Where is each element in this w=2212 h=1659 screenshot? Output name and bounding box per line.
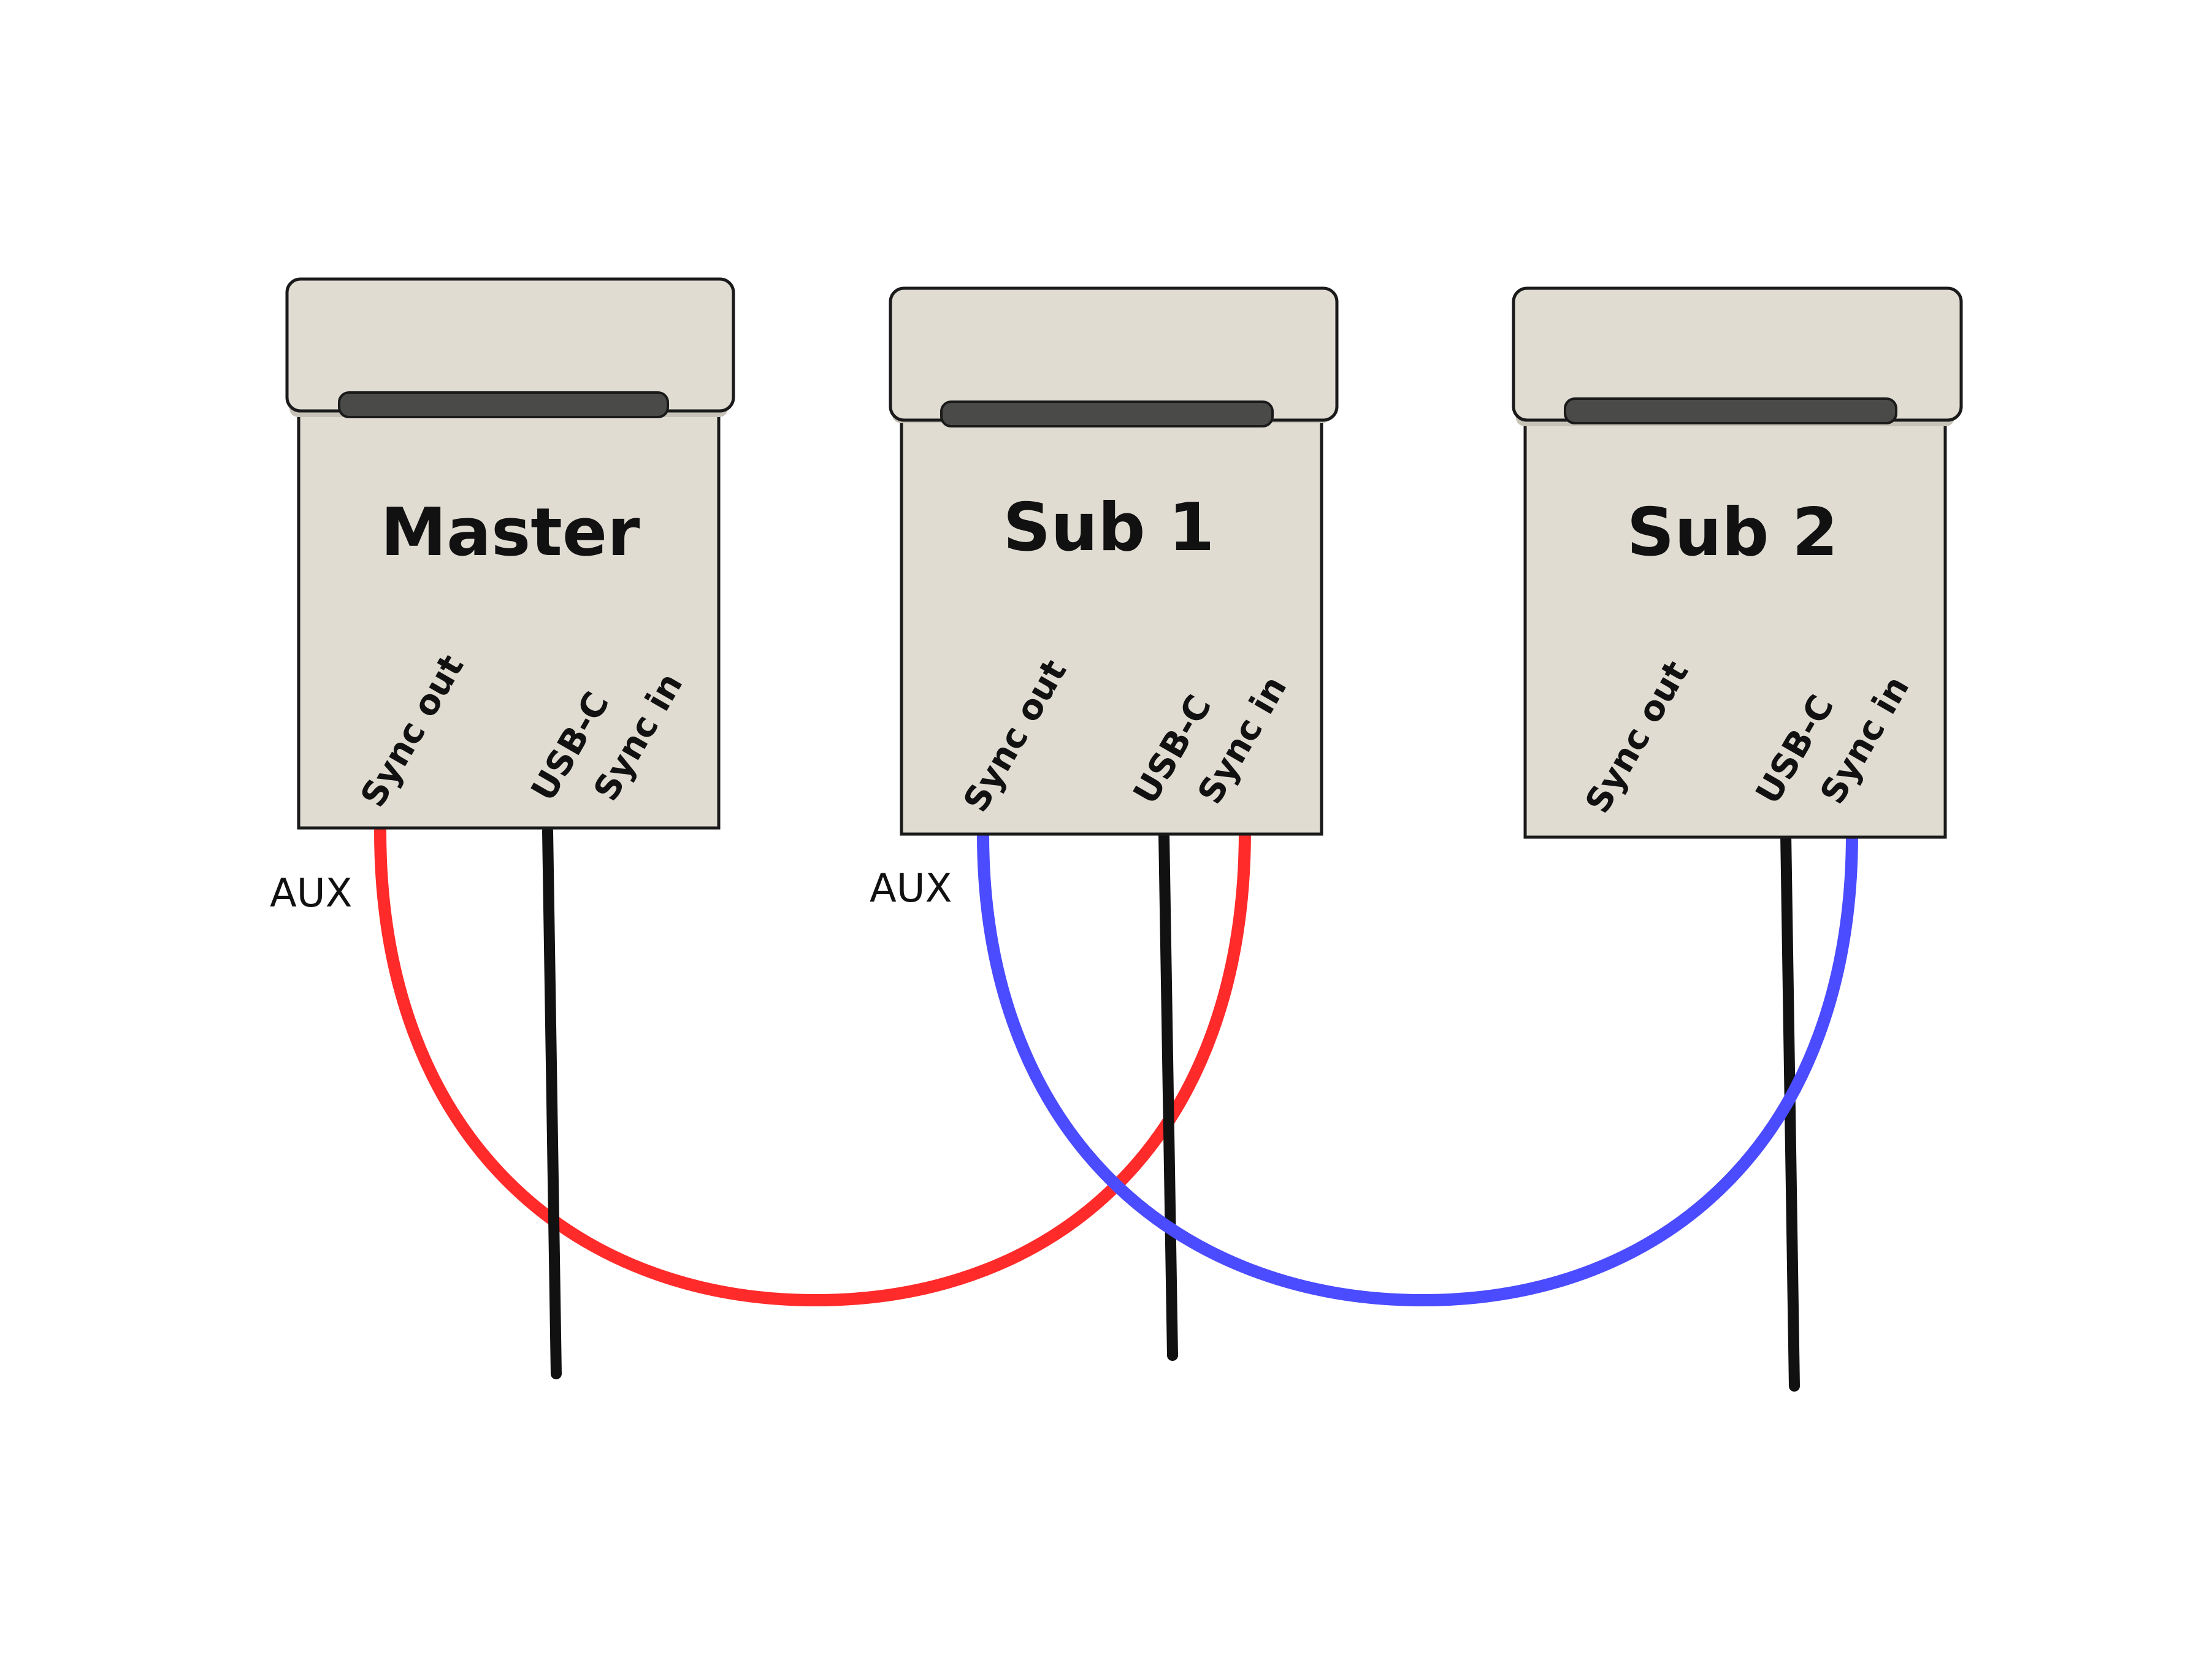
usbc-cable-sub1	[1158, 829, 1178, 1361]
device-slot	[940, 400, 1274, 427]
device-master: Master Sync out USB-C Sync in	[285, 277, 735, 830]
usbc-cable-master	[542, 826, 562, 1379]
aux-label-master: AUX	[270, 871, 352, 916]
device-sub2: Sub 2 Sync out USB-C Sync in	[1512, 286, 1963, 839]
device-title: Sub 1	[1003, 489, 1215, 566]
device-title: Master	[381, 494, 640, 571]
device-sub1: Sub 1 Sync out USB-C Sync in	[889, 286, 1339, 836]
device-body	[1523, 406, 1947, 839]
device-slot	[338, 391, 669, 418]
device-slot	[1564, 397, 1897, 424]
device-title: Sub 2	[1627, 494, 1839, 571]
device-cap	[285, 277, 735, 413]
aux-label-sub1: AUX	[870, 866, 952, 911]
device-cap	[889, 286, 1339, 422]
device-body	[900, 403, 1323, 836]
aux-cable-master-to-sub1	[374, 825, 1251, 1307]
aux-cable-sub1-to-sub2	[977, 828, 1858, 1307]
device-body	[297, 397, 721, 830]
